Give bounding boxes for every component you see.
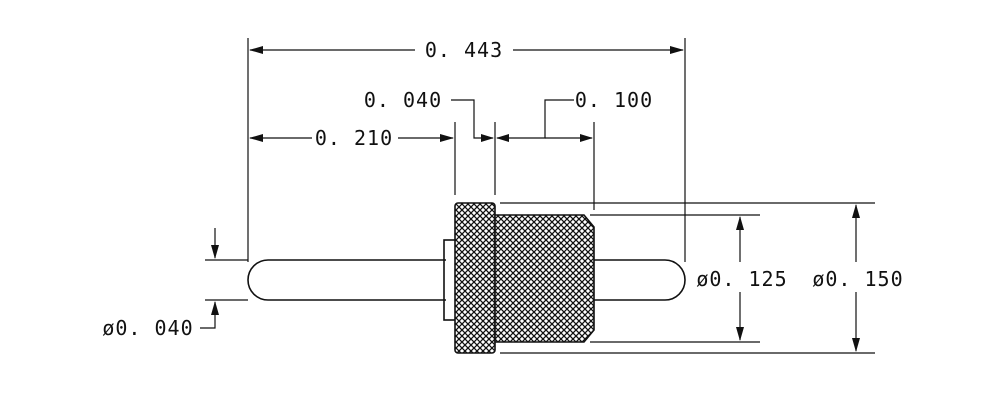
body-length-label: 0. 100: [575, 88, 653, 112]
dim-flange-thickness: 0. 040: [364, 88, 494, 142]
flange-diameter-label: ø0. 150: [812, 267, 903, 291]
dim-body-diameter: ø0. 125: [696, 216, 787, 341]
dim-body-length: 0. 100: [496, 88, 653, 142]
pin-to-flange-label: 0. 210: [315, 126, 393, 150]
dim-overall-length: 0. 443: [249, 38, 684, 62]
knurled-body: [494, 214, 595, 343]
body-diameter-label: ø0. 125: [696, 267, 787, 291]
overall-length-label: 0. 443: [425, 38, 503, 62]
knurled-flange: [454, 202, 496, 354]
dim-pin-diameter: ø0. 040: [102, 228, 219, 340]
pin-diameter-label: ø0. 040: [102, 316, 193, 340]
part-outline: [247, 202, 686, 354]
dim-flange-diameter: ø0. 150: [812, 204, 903, 352]
flange-thickness-label: 0. 040: [364, 88, 442, 112]
right-pin: [594, 259, 686, 301]
extension-lines: [205, 38, 875, 354]
left-pin: [247, 259, 446, 301]
dim-pin-to-flange: 0. 210: [249, 126, 454, 150]
